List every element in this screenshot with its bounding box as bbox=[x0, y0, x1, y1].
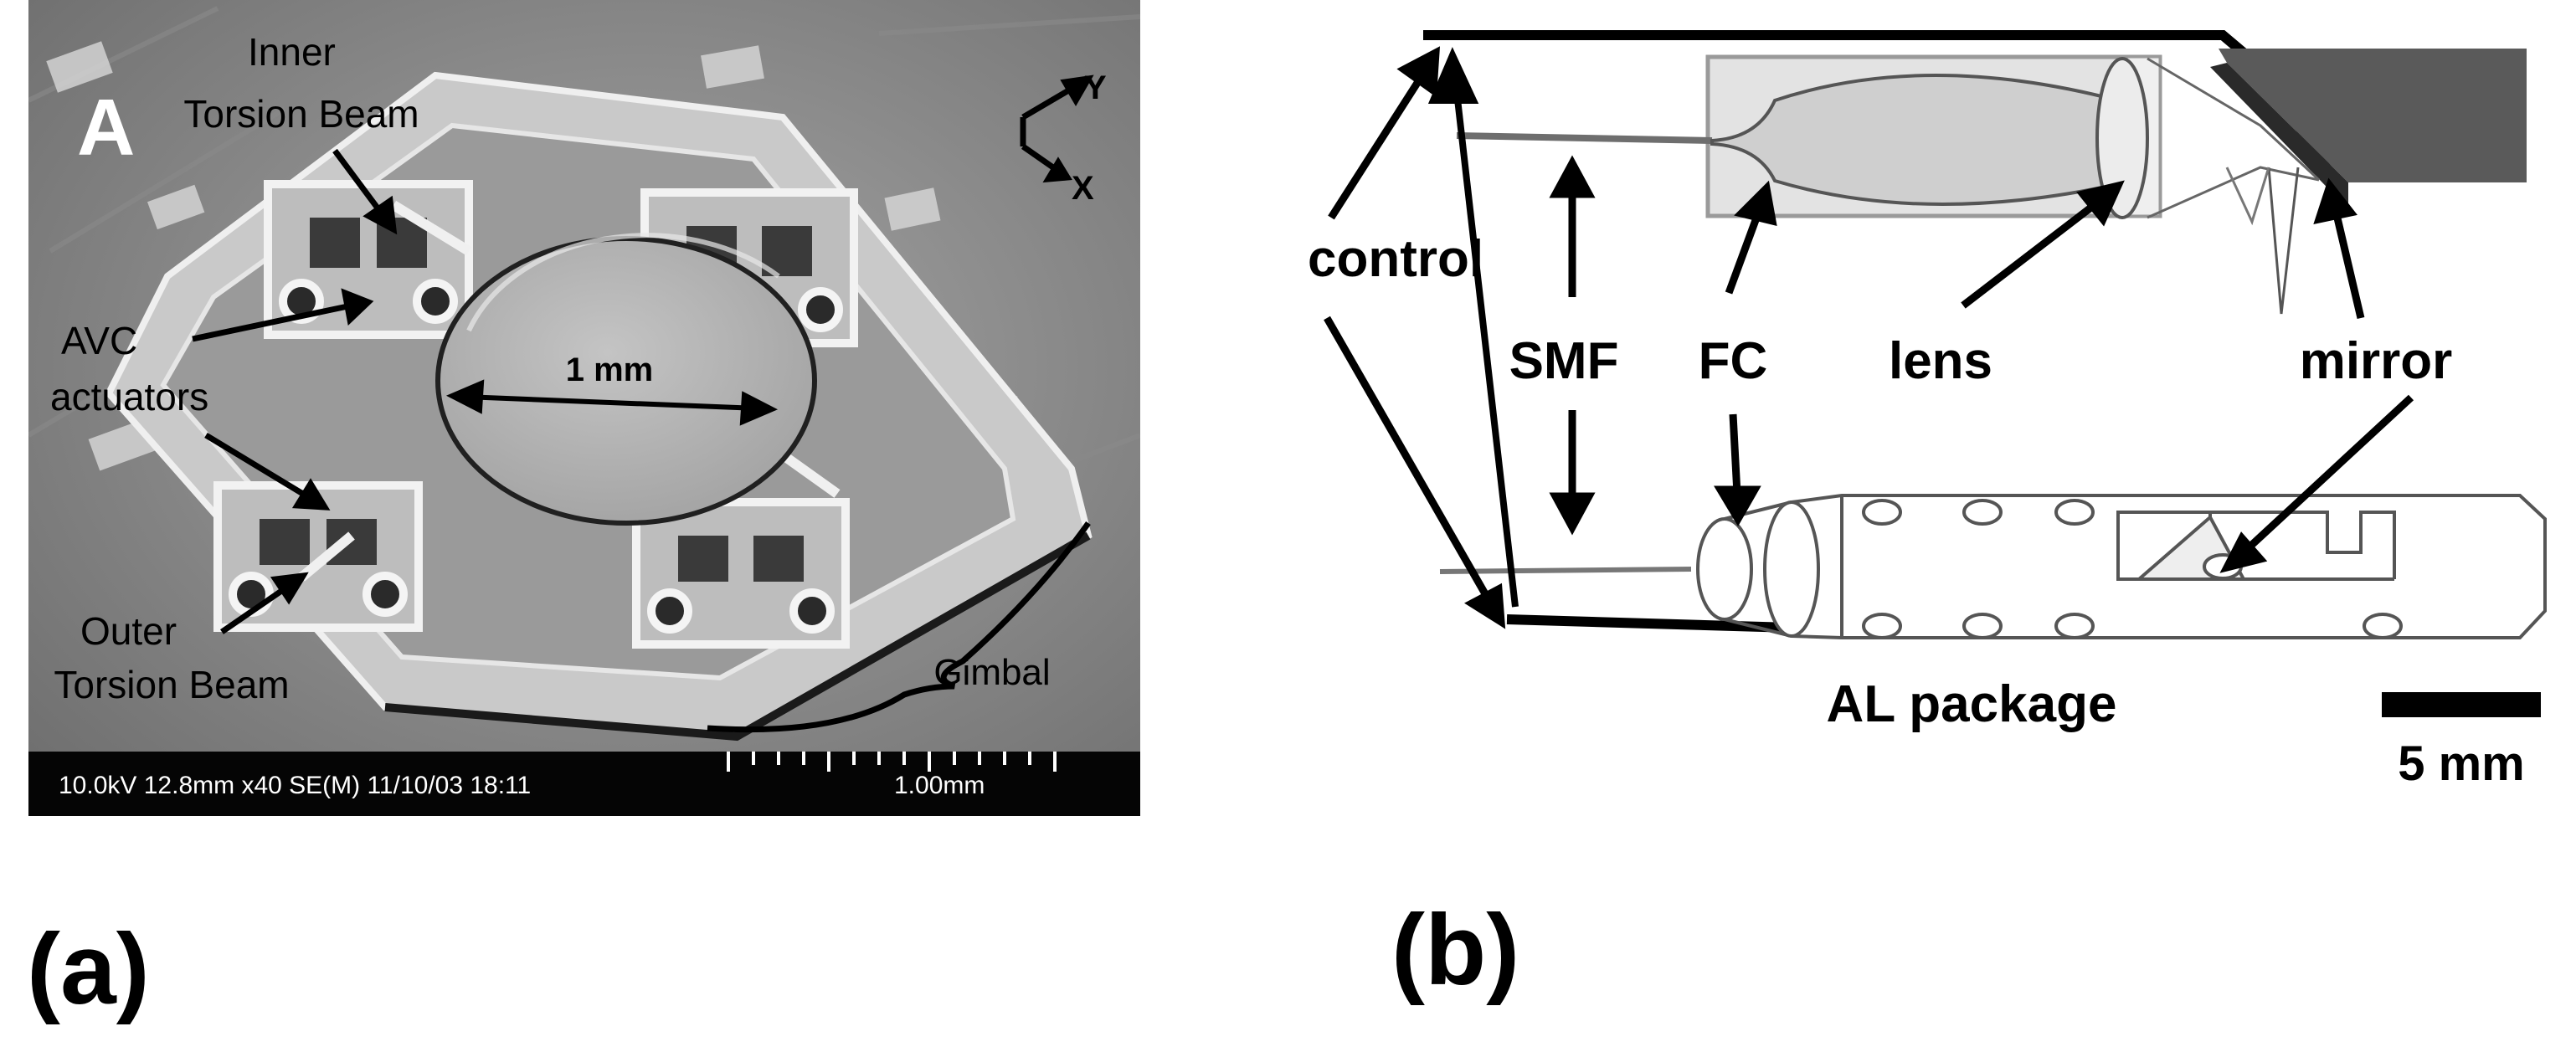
sem-panel-letter: A bbox=[77, 83, 135, 172]
sem-pointer-arrows bbox=[192, 148, 398, 634]
axis-y-label: Y bbox=[1084, 69, 1107, 106]
panel-b-label: (b) bbox=[1391, 894, 1520, 1006]
inner-torsion-beam-label-2: Torsion Beam bbox=[183, 92, 419, 136]
schematic-pointer-arrows bbox=[1324, 46, 2414, 629]
outer-torsion-beam-label-2: Torsion Beam bbox=[54, 663, 289, 706]
xy-axis-indicator bbox=[1020, 74, 1094, 183]
lens-label: lens bbox=[1889, 332, 1992, 390]
smf-label: SMF bbox=[1509, 332, 1619, 390]
gimbal-brace bbox=[707, 521, 1091, 733]
panel-a-label: (a) bbox=[27, 913, 150, 1025]
inner-torsion-beam-label-1: Inner bbox=[248, 30, 336, 74]
lens-element bbox=[2095, 57, 2149, 219]
outer-torsion-beam-label-1: Outer bbox=[80, 609, 177, 653]
reflected-beam bbox=[2267, 167, 2300, 315]
smf-fiber-top bbox=[1456, 132, 1713, 144]
control-label: control bbox=[1308, 230, 1483, 288]
axis-x-label: X bbox=[1072, 170, 1094, 207]
control-lines bbox=[1427, 47, 1519, 608]
scale-bar-label: 5 mm bbox=[2398, 736, 2525, 791]
control-wire-bottom bbox=[1506, 614, 1792, 633]
sem-ruler-ticks bbox=[727, 752, 1057, 772]
al-package-drawing bbox=[1439, 494, 2547, 639]
diameter-arrow bbox=[445, 379, 779, 426]
avc-label-2: actuators bbox=[50, 375, 208, 418]
al-package-label: AL package bbox=[1827, 675, 2117, 733]
fc-label: FC bbox=[1699, 332, 1768, 390]
gimbal-edge bbox=[384, 531, 1091, 742]
upper-assembly bbox=[1423, 30, 2527, 315]
scanner-housing bbox=[2219, 49, 2527, 182]
gimbal-label: Gimbal bbox=[933, 652, 1050, 693]
sem-info-scale: 1.00mm bbox=[894, 772, 985, 799]
scale-bar bbox=[2382, 692, 2541, 717]
sem-info-params: 10.0kV 12.8mm x40 SE(M) 11/10/03 18:11 bbox=[59, 772, 531, 799]
avc-actuator-blocks bbox=[213, 180, 858, 649]
torsion-beams bbox=[298, 200, 841, 582]
smf-fiber-bottom bbox=[1439, 567, 1692, 574]
mirror-label: mirror bbox=[2300, 332, 2453, 390]
diameter-label: 1 mm bbox=[566, 352, 654, 388]
avc-label-1: AVC bbox=[61, 319, 137, 362]
